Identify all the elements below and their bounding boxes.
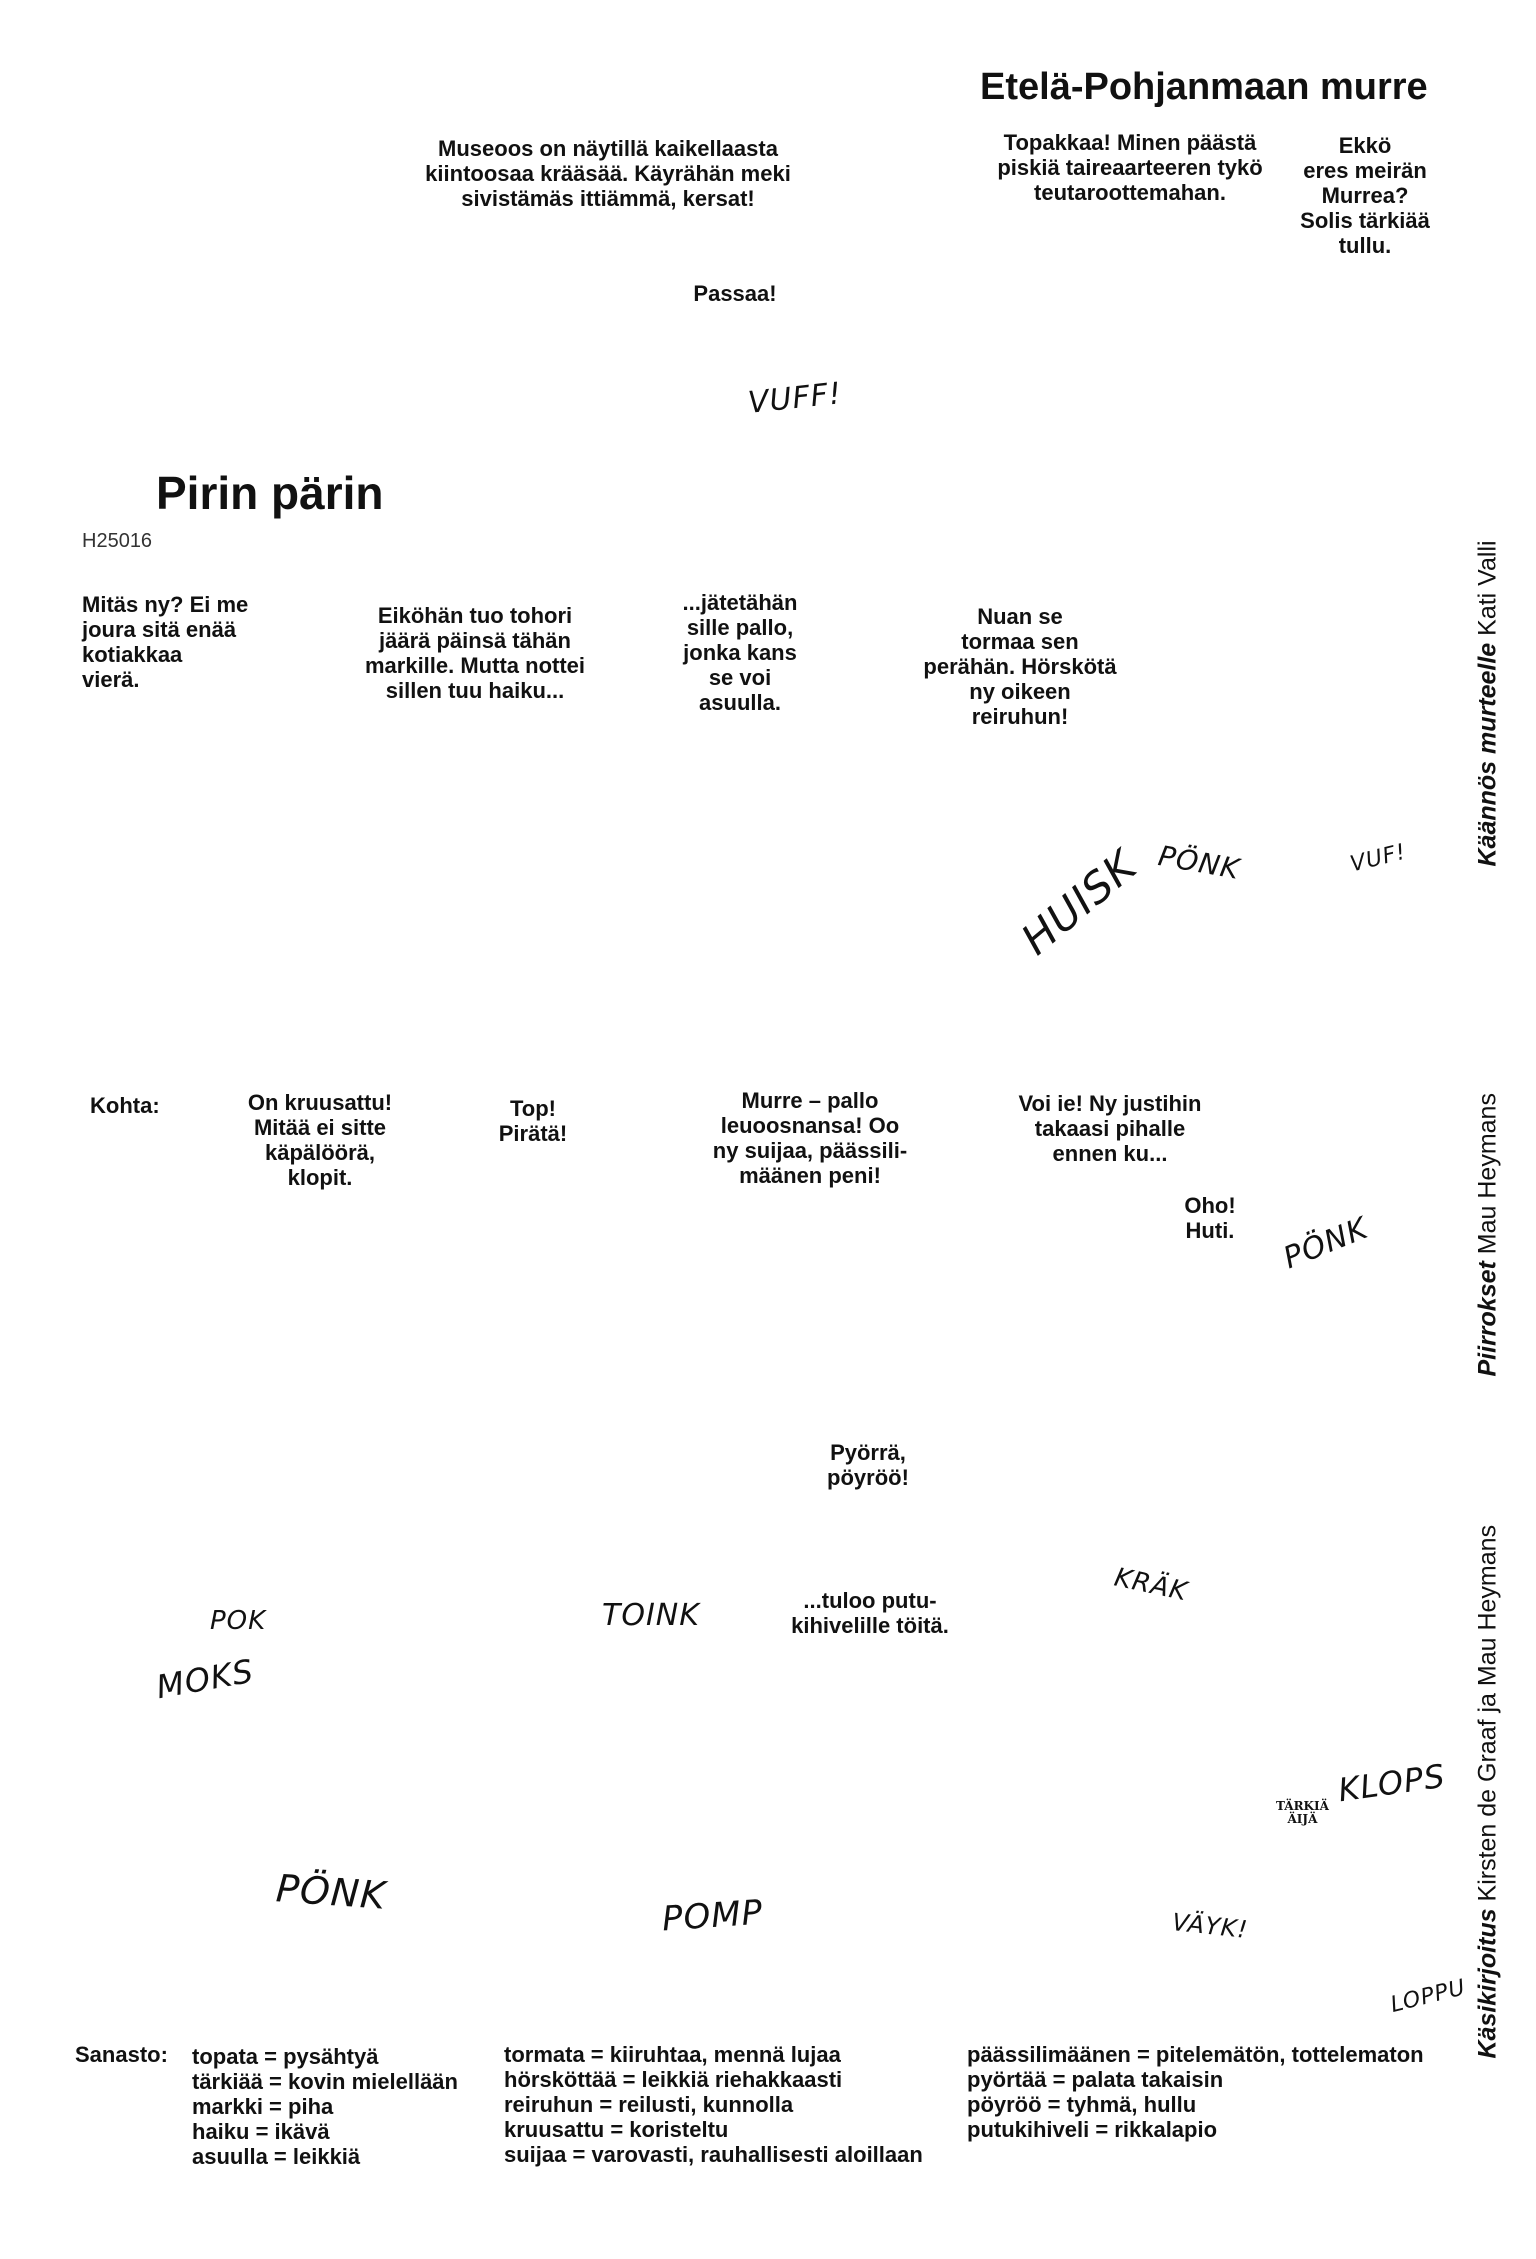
row2-label: Kohta: <box>90 1093 160 1118</box>
row2-bubble-4: Voi ie! Ny justihin takaasi pihalle enne… <box>1018 1091 1202 1166</box>
sfx-klops: KLOPS <box>1335 1756 1448 1810</box>
row2-bubble-2: Top! Pirätä! <box>498 1096 568 1146</box>
intro-bubble-right: Ekkö eres meirän Murrea? Solis tärkiää t… <box>1300 133 1430 258</box>
glossary-col-3: päässilimäänen = pitelemätön, tottelemat… <box>967 2042 1424 2142</box>
row2-bubble-5: Oho! Huti. <box>1184 1193 1236 1243</box>
story-code: H25016 <box>82 530 153 552</box>
story-title: Pirin pärin <box>156 467 384 519</box>
sfx-toink: TOINK <box>602 1598 700 1633</box>
sfx-huisk: HUISK <box>1011 840 1147 965</box>
glossary-entry: topata = pysähtyä <box>192 2044 379 2069</box>
glossary-entry: hörsköttää = leikkiä riehakkaasti <box>504 2067 843 2092</box>
sfx-moks: MOKS <box>153 1651 257 1707</box>
sfx-vuf: VUF! <box>1347 839 1409 878</box>
row2-bubble-3: Murre – pallo leuoosnansa! Oo ny suijaa,… <box>712 1088 908 1188</box>
glossary-entry: putukihiveli = rikkalapio <box>967 2117 1218 2142</box>
glossary-label: Sanasto: <box>75 2042 168 2067</box>
glossary-entry: tormata = kiiruhtaa, mennä lujaa <box>504 2042 841 2067</box>
passaa-bubble: Passaa! <box>693 281 777 306</box>
glossary-entry: haiku = ikävä <box>192 2119 330 2144</box>
glossary-col-1: topata = pysähtyä tärkiää = kovin mielel… <box>192 2044 458 2169</box>
sfx-vuff: VUFF! <box>746 376 844 421</box>
tarkia-aija-seal: TÄRKIÄ ÄIJÄ <box>1276 1799 1329 1826</box>
sfx-ponk-1: PÖNK <box>1155 839 1243 886</box>
row1-bubble-4: Nuan se tormaa sen perähän. Hörskötä ny … <box>923 604 1117 729</box>
sfx-ponk-3: PÖNK <box>274 1866 388 1918</box>
row2-bubble-1: On kruusattu! Mitää ei sitte käpälöörä, … <box>247 1090 393 1190</box>
sfx-ponk-2: PÖNK <box>1278 1210 1374 1277</box>
row1-bubble-3: ...jätetähän sille pallo, jonka kans se … <box>682 590 798 715</box>
credit-script: Käsikirjoitus Kirsten de Graaf ja Mau He… <box>1473 1524 1502 2059</box>
glossary-entry: suijaa = varovasti, rauhallisesti aloill… <box>504 2142 923 2167</box>
sfx-loppu: LOPPU <box>1388 1975 1469 2018</box>
glossary-entry: asuulla = leikkiä <box>192 2144 361 2169</box>
glossary-entry: kruusattu = koristeltu <box>504 2117 729 2142</box>
row3-bubble-1: Pyörrä, pöyröö! <box>827 1440 909 1490</box>
glossary-entry: päässilimäänen = pitelemätön, tottelemat… <box>967 2042 1424 2067</box>
credit-translation: Käännös murteelle Kati Valli <box>1473 540 1502 867</box>
row3-bubble-2: ...tuloo putu- kihivelille töitä. <box>791 1588 949 1638</box>
sfx-vayk: VÄYK! <box>1170 1908 1250 1944</box>
intro-bubble-left: Topakkaa! Minen päästä piskiä taireaarte… <box>997 130 1263 205</box>
glossary-col-2: tormata = kiiruhtaa, mennä lujaa hörsköt… <box>504 2042 923 2167</box>
glossary-entry: pöyröö = tyhmä, hullu <box>967 2092 1197 2117</box>
credit-drawings: Piirrokset Mau Heymans <box>1473 1093 1502 1377</box>
glossary-entry: pyörtää = palata takaisin <box>967 2067 1224 2092</box>
museum-bubble: Museoos on näytillä kaikellaasta kiintoo… <box>425 136 791 211</box>
row1-bubble-2: Eiköhän tuo tohori jäärä päinsä tähän ma… <box>364 603 586 703</box>
sfx-krak: KRÄK <box>1111 1562 1191 1608</box>
sfx-pok: POK <box>210 1606 267 1636</box>
glossary-entry: tärkiää = kovin mielellään <box>192 2069 458 2094</box>
glossary-entry: markki = piha <box>192 2094 334 2119</box>
page-title: Etelä-Pohjanmaan murre <box>980 66 1428 108</box>
glossary-entry: reiruhun = reilusti, kunnolla <box>504 2092 794 2117</box>
row1-bubble-1: Mitäs ny? Ei me joura sitä enää kotiakka… <box>82 592 249 692</box>
sfx-pomp: POMP <box>660 1892 765 1940</box>
